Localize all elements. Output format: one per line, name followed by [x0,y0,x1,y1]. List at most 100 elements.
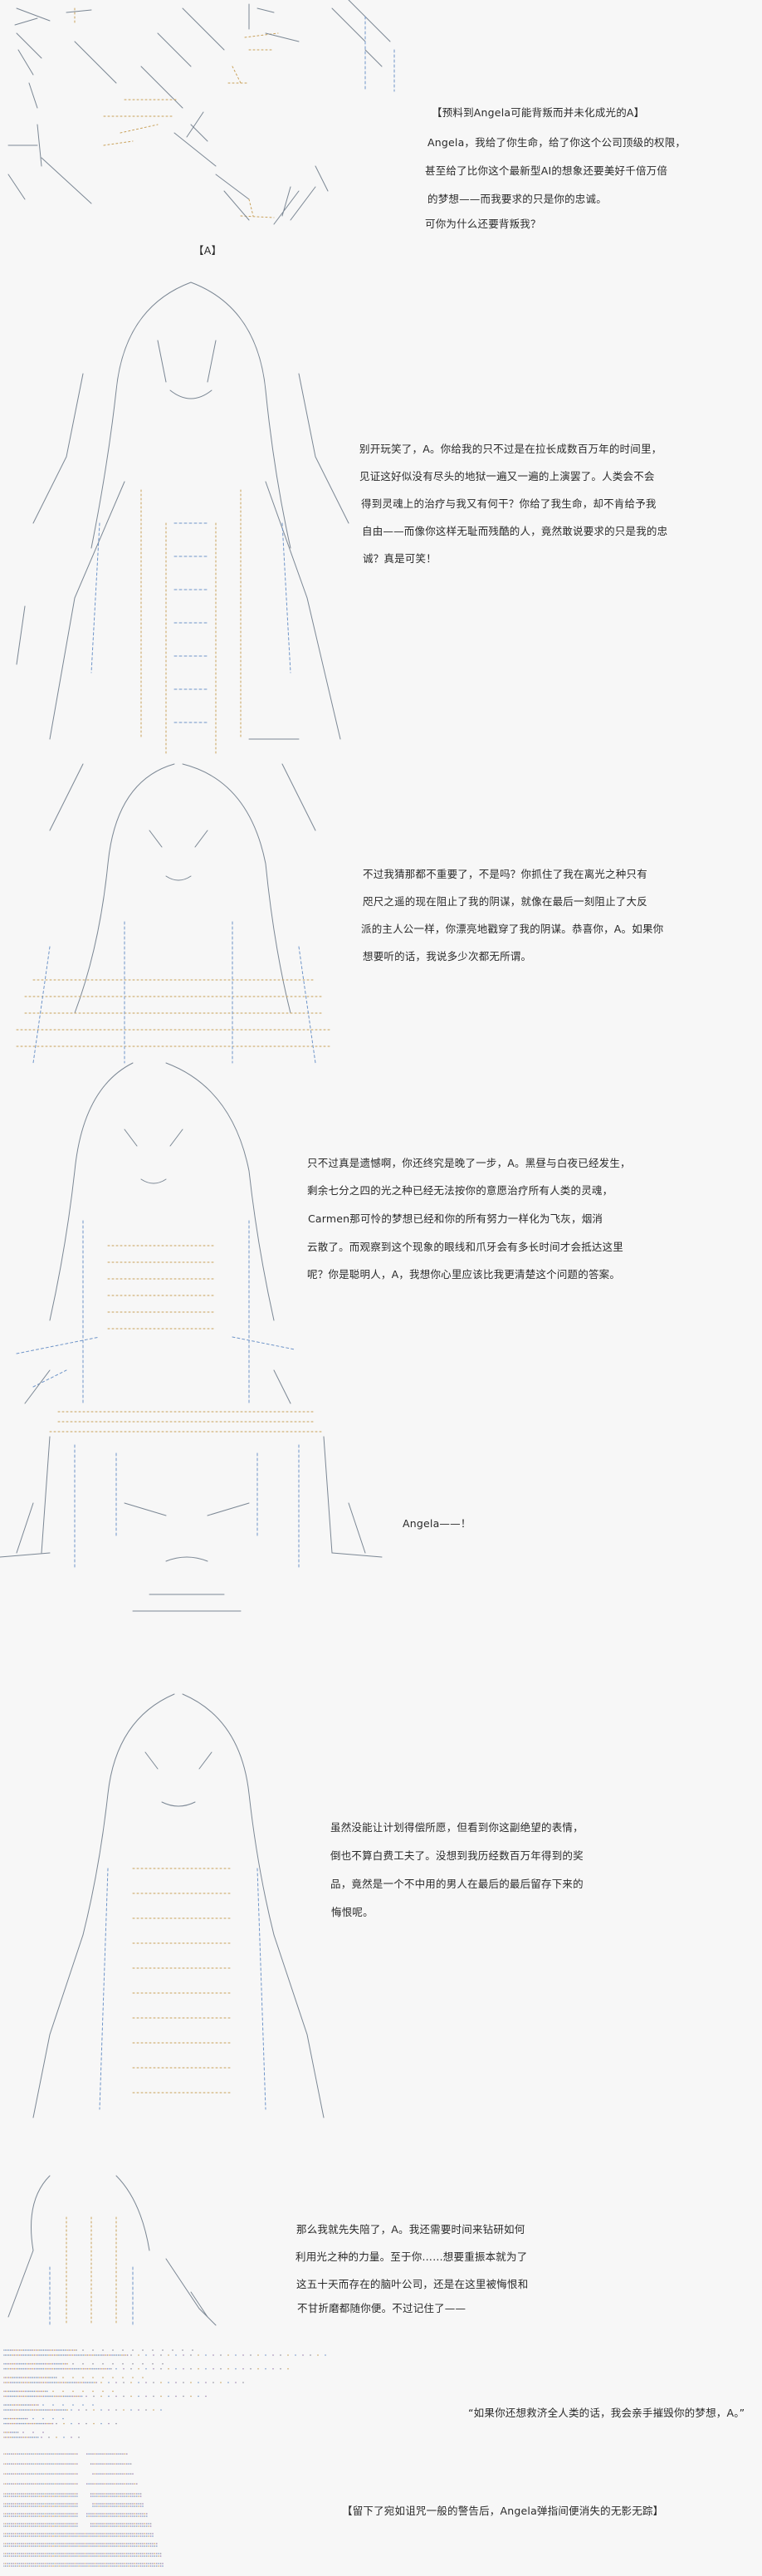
dust-dot [124,2505,126,2507]
dust-dot [53,2382,56,2383]
dust-dot [27,2463,28,2465]
dust-dot [62,2543,64,2544]
dust-dot [118,2563,120,2564]
dust-dot [8,2505,10,2507]
dust-dot [4,2483,7,2485]
dust-dot [74,2535,76,2537]
dust-dot [13,2417,15,2420]
dust-dot [66,2505,68,2507]
dust-dot [106,2563,108,2564]
dust-dot [134,2563,136,2564]
dust-dot [14,2495,17,2497]
dust-dot [24,2483,27,2485]
dust-dot [60,2513,62,2515]
dust-dot [190,2395,192,2397]
dust-dot [124,2513,126,2515]
dust-dot [42,2422,45,2425]
dust-dot [116,2525,118,2527]
dust-dot [145,2395,147,2397]
dust-dot [64,2515,66,2517]
dust-dot [18,2533,21,2534]
dust-dot [7,2535,8,2537]
dust-dot [62,2377,64,2378]
dust-dot [4,2404,6,2406]
dust-dot [138,2523,139,2525]
dust-dot [156,2545,158,2547]
dust-dot [12,2390,13,2392]
dust-dot [66,2565,68,2567]
dust-dot [37,2390,39,2392]
dust-dot [82,2543,84,2544]
dust-dot [4,2555,7,2557]
dust-dot [18,2493,21,2495]
dust-dot [114,2515,116,2517]
dust-dot [12,2409,13,2411]
dust-dot [58,2535,60,2537]
dust-dot [149,2535,152,2537]
dust-dot [134,2555,136,2557]
dust-dot [145,2382,147,2383]
dust-dot [28,2404,30,2406]
dust-dot [126,2523,128,2525]
dust-dot [37,2495,38,2497]
dust-dot [35,2390,37,2392]
dialogue-line: 这五十天而存在的脑叶公司，还是在这里被悔恨和 [296,2278,529,2290]
dust-dot [58,2493,60,2495]
dust-dot [92,2463,94,2465]
dust-dot [86,2553,88,2554]
dust-dot [94,2545,96,2547]
dust-dot [146,2525,148,2527]
dust-dot [28,2363,30,2365]
dust-dot [302,2354,304,2356]
dust-dot [7,2473,8,2475]
dust-dot [34,2555,37,2557]
dust-dot [44,2349,46,2351]
dust-dot [92,2515,94,2517]
dust-dot [98,2553,100,2554]
dust-dot [44,2505,46,2507]
dust-dot [10,2555,12,2557]
dust-dot [82,2349,84,2351]
dust-dot [3,2525,4,2527]
dust-dot [118,2453,120,2455]
dust-dot [30,2523,32,2525]
dust-dot [37,2503,38,2505]
dust-dot [98,2533,100,2534]
dust-dot [8,2523,10,2525]
dust-dot [76,2354,77,2356]
dust-dot [82,2363,84,2365]
dust-dot [27,2513,28,2515]
dust-dot [7,2436,10,2438]
dust-dot [62,2395,65,2397]
dust-dot [82,2404,84,2406]
dust-dot [66,2525,68,2527]
dust-dot [154,2565,156,2567]
dust-dot [124,2553,126,2554]
dust-dot [102,2543,104,2544]
dust-dot [114,2483,116,2485]
dust-dot [56,2495,58,2497]
dust-dot [12,2368,13,2370]
dust-dot [34,2505,37,2507]
dust-dot [66,2545,68,2547]
dust-dot [12,2533,14,2534]
dust-dot [102,2565,104,2567]
dust-dot [33,2436,36,2438]
dust-dot [34,2513,37,2515]
dust-dot [6,2354,8,2356]
dust-dot [20,2525,22,2527]
dust-dot [39,2354,41,2356]
dust-dot [32,2453,34,2455]
dust-dot [122,2483,124,2485]
dust-dot [95,2368,97,2370]
dust-dot [90,2495,92,2497]
dust-dot [112,2555,114,2557]
dust-dot [44,2377,46,2378]
dust-dot [183,2382,184,2383]
dust-dot [38,2483,40,2485]
dust-dot [24,2473,27,2475]
dust-dot [27,2483,28,2485]
dust-dot [52,2495,54,2497]
dust-dot [76,2463,78,2465]
dust-dot [56,2349,57,2351]
